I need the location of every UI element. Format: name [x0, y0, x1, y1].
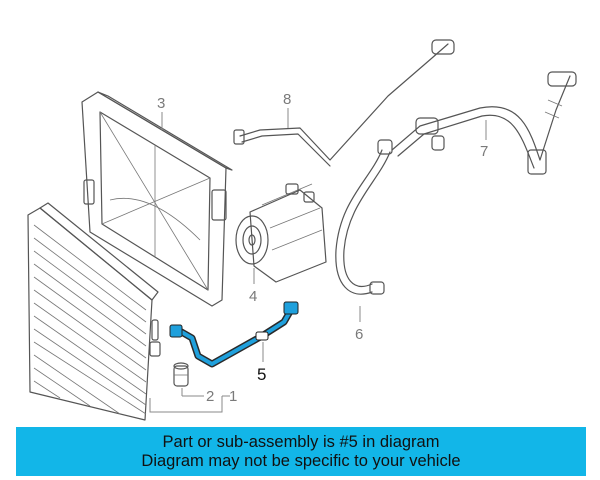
radiator-shroud-part-3[interactable]	[81, 91, 233, 307]
notice-banner: Part or sub-assembly is #5 in diagram Di…	[16, 427, 586, 476]
banner-line-1: Part or sub-assembly is #5 in diagram	[162, 432, 440, 451]
callout-part-7: 7	[480, 143, 488, 160]
callout-part-6: 6	[355, 326, 363, 343]
compressor-part-4[interactable]	[235, 183, 327, 283]
leader-lines	[149, 108, 487, 413]
callout-part-8: 8	[283, 91, 291, 108]
suction-hose-part-6[interactable]	[335, 139, 393, 295]
discharge-hose-part-5[interactable]	[169, 301, 299, 368]
callout-part-2: 2	[206, 388, 214, 405]
callout-part-1: 1	[229, 388, 237, 405]
banner-line-2: Diagram may not be specific to your vehi…	[141, 451, 461, 470]
pressure-switch-part-2[interactable]	[173, 362, 189, 387]
callout-part-4: 4	[249, 288, 257, 305]
condenser-part-1[interactable]	[27, 202, 161, 421]
callout-part-5: 5	[257, 365, 266, 384]
callout-part-3: 3	[157, 95, 165, 112]
hose-assembly-part-7[interactable]	[391, 71, 577, 175]
ac-line-part-8[interactable]	[233, 39, 455, 167]
